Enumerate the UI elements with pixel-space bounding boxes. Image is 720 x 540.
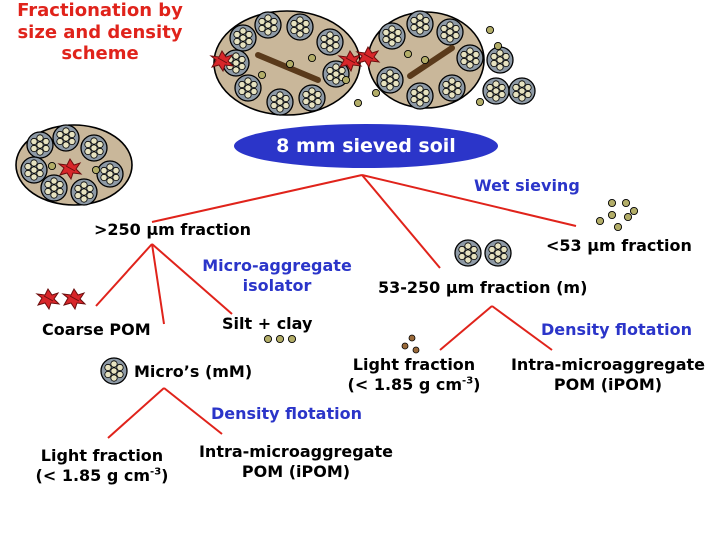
density-flotation-middle-label: Density flotation [541,320,692,339]
soil-aggregate-top-right-icon [356,10,485,110]
wet-sieving-label: Wet sieving [474,176,580,195]
micros-mm-icon [100,357,128,385]
micros-mm-label: Micro’s (mM) [134,362,253,381]
root-label: 8 mm sieved soil [276,135,456,157]
light-fraction-middle-label: Light fraction (< 1.85 g cm-3) [347,355,481,394]
ipom-left-label: Intra-microaggregate POM (iPOM) [198,442,394,481]
ipom-middle-label: Intra-microaggregate POM (iPOM) [510,355,706,394]
micro-aggregate-isolator-label: Micro-aggregate isolator [202,256,352,295]
light-fraction-particles-icon [401,334,420,354]
fraction-gt250-label: >250 µm fraction [94,220,252,239]
density-flotation-left-label: Density flotation [211,404,362,423]
coarse-pom-icon [36,288,86,310]
silt-clay-label: Silt + clay [222,314,313,333]
fine-particles-icon [595,198,639,232]
soil-aggregate-top-left-icon [210,10,362,116]
soil-aggregate-left-icon [15,124,133,206]
micro-aggregates-53-250-icon [454,239,512,267]
fraction-lt53-label: <53 µm fraction [546,236,692,255]
diagram-title: Fractionation by size and density scheme [17,0,183,65]
connector-lines [95,174,577,439]
light-fraction-left-label: Light fraction (< 1.85 g cm-3) [35,446,169,485]
silt-clay-particles-icon [263,334,297,344]
coarse-pom-label: Coarse POM [42,320,151,339]
fraction-53-250-label: 53-250 µm fraction (m) [378,278,588,297]
root-node-8mm-soil: 8 mm sieved soil [234,124,498,168]
